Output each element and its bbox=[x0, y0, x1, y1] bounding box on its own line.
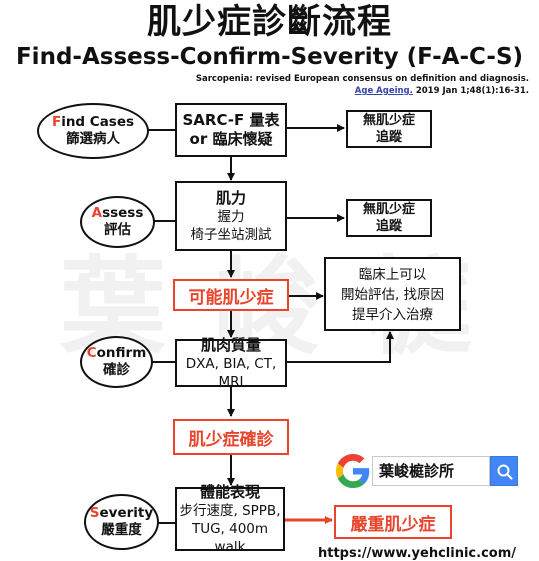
severity-step-box: 體能表現 步行速度, SPPB, TUG, 400m walk bbox=[175, 483, 285, 555]
stage-assess-rest: ssess bbox=[102, 205, 144, 221]
probable-sarcopenia-label: 可能肌少症 bbox=[188, 287, 274, 308]
severity-step-line3: TUG, 400m walk bbox=[191, 520, 269, 555]
no-sarcopenia-box-1: 無肌少症 追蹤 bbox=[346, 110, 432, 148]
search-icon bbox=[497, 464, 513, 480]
confirm-step-line2: DXA, BIA, CT, MRI bbox=[185, 355, 277, 390]
severity-step-line2: 步行速度, SPPB, bbox=[179, 502, 281, 519]
stage-assess-oval: Assess 評估 bbox=[80, 196, 155, 248]
stage-severity-oval: Severity 嚴重度 bbox=[84, 494, 159, 550]
no-sarcopenia-line1: 無肌少症 bbox=[362, 113, 415, 128]
reference-source: Age Ageing. 2019 Jan 1;48(1):16-31. bbox=[355, 86, 529, 96]
reference-citation: Sarcopenia: revised European consensus o… bbox=[195, 74, 529, 84]
severe-sarcopenia-box: 嚴重肌少症 bbox=[334, 505, 452, 539]
confirmed-sarcopenia-box: 肌少症確診 bbox=[173, 419, 289, 455]
stage-severity-zh: 嚴重度 bbox=[101, 522, 142, 538]
reference-details: 2019 Jan 1;48(1):16-31. bbox=[412, 86, 529, 96]
clinical-note-line3: 提早介入治療 bbox=[352, 307, 433, 323]
assess-step-box: 肌力 握力 椅子坐站測試 bbox=[175, 181, 287, 251]
stage-find-oval: Find Cases 篩選病人 bbox=[37, 103, 149, 159]
stage-assess-zh: 評估 bbox=[104, 222, 131, 238]
no-sarcopenia-line2: 追蹤 bbox=[375, 219, 402, 234]
reference-journal-link[interactable]: Age Ageing. bbox=[354, 86, 413, 96]
stage-severity-label: Severity bbox=[90, 505, 153, 522]
clinical-note-box: 臨床上可以 開始評估, 找原因 提早介入治療 bbox=[324, 257, 461, 331]
clinical-note-line2: 開始評估, 找原因 bbox=[340, 287, 445, 303]
stage-find-rest: ind Cases bbox=[61, 114, 135, 130]
clinical-note-line1: 臨床上可以 bbox=[358, 267, 427, 283]
confirm-step-box: 肌肉質量 DXA, BIA, CT, MRI bbox=[175, 335, 287, 390]
confirm-step-title: 肌肉質量 bbox=[200, 335, 261, 354]
page-title: 肌少症診斷流程 bbox=[147, 2, 392, 42]
no-sarcopenia-line2: 追蹤 bbox=[375, 130, 402, 145]
stage-severity-rest: everity bbox=[99, 505, 154, 521]
stage-confirm-initial: C bbox=[86, 345, 97, 361]
search-button[interactable] bbox=[490, 456, 518, 486]
find-step-line1: SARC-F 量表 bbox=[182, 111, 280, 129]
stage-confirm-zh: 確診 bbox=[103, 362, 130, 378]
severe-sarcopenia-label: 嚴重肌少症 bbox=[350, 514, 436, 535]
arrow-confirm-to-clinical-note bbox=[287, 331, 394, 363]
stage-assess-label: Assess bbox=[92, 205, 144, 222]
stage-assess-initial: A bbox=[91, 205, 103, 221]
stage-find-label: Find Cases bbox=[52, 114, 134, 131]
no-sarcopenia-box-2: 無肌少症 追蹤 bbox=[346, 199, 432, 237]
stage-confirm-oval: Confirm 確診 bbox=[80, 336, 153, 388]
assess-step-title: 肌力 bbox=[215, 188, 246, 207]
probable-sarcopenia-box: 可能肌少症 bbox=[173, 279, 289, 311]
google-logo-icon bbox=[336, 454, 370, 488]
stage-find-zh: 篩選病人 bbox=[66, 131, 120, 147]
find-step-line2: or 臨床懷疑 bbox=[189, 130, 273, 148]
clinic-url[interactable]: https://www.yehclinic.com/ bbox=[318, 546, 517, 561]
find-step-box: SARC-F 量表 or 臨床懷疑 bbox=[175, 103, 287, 157]
severity-step-title: 體能表現 bbox=[199, 482, 260, 501]
page-subtitle: Find-Assess-Confirm-Severity (F-A-C-S) bbox=[15, 44, 524, 70]
no-sarcopenia-line1: 無肌少症 bbox=[362, 202, 415, 217]
stage-find-initial: F bbox=[51, 114, 62, 130]
assess-step-line3: 椅子坐站測試 bbox=[190, 226, 272, 243]
confirmed-sarcopenia-label: 肌少症確診 bbox=[188, 429, 274, 450]
stage-confirm-label: Confirm bbox=[87, 345, 147, 362]
search-input[interactable]: 葉峻榳診所 bbox=[372, 456, 490, 486]
stage-confirm-rest: onfirm bbox=[96, 345, 147, 361]
assess-step-line2: 握力 bbox=[217, 208, 245, 225]
stage-severity-initial: S bbox=[89, 505, 100, 521]
